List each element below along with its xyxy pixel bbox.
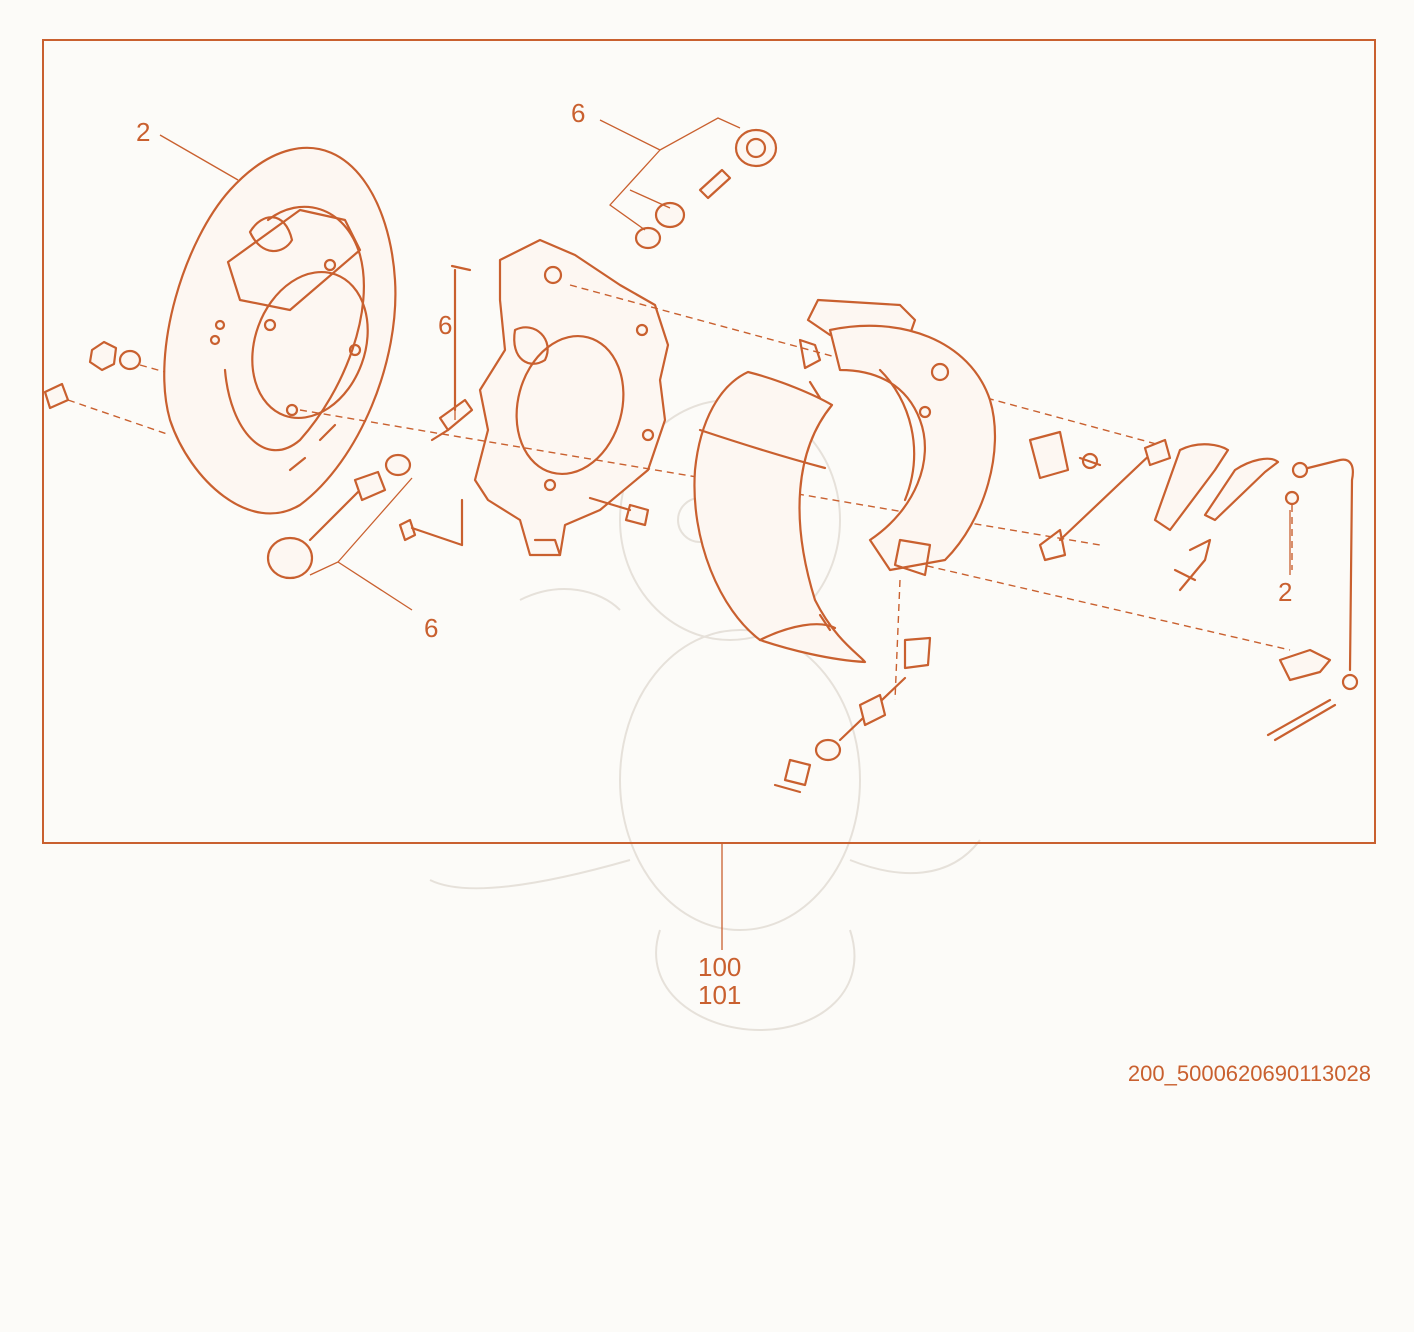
backing-plate [163,146,397,515]
brake-shoe-rear [798,298,997,577]
assembly-frame [42,39,1376,844]
drawing-code: 200_5000620690113028 [1127,1061,1371,1086]
callout-bolts-left: 6 [438,310,452,340]
brake-shoe-front [693,370,867,664]
axis-line-lower [879,554,1291,651]
callout-adjuster-bottom: 6 [424,613,438,643]
clip-pin [43,382,171,436]
adjuster-lever-lower [1266,648,1337,742]
adjuster-lower [266,453,413,611]
callout-spring-right: 2 [1278,577,1292,607]
adjuster-upper [599,117,778,250]
backing-plate-leader [159,134,239,181]
star-adjuster [773,579,932,794]
return-springs [1028,430,1172,562]
callout-backing-plate: 2 [136,117,150,147]
parking-cable [1284,458,1359,691]
callout-adjuster-top: 6 [571,98,585,128]
anchor-casting [473,238,670,557]
parking-levers [1153,443,1280,592]
callout-assembly-100: 100 [698,952,741,982]
nut-and-washer [88,340,166,373]
callout-assembly-101: 101 [698,980,741,1010]
